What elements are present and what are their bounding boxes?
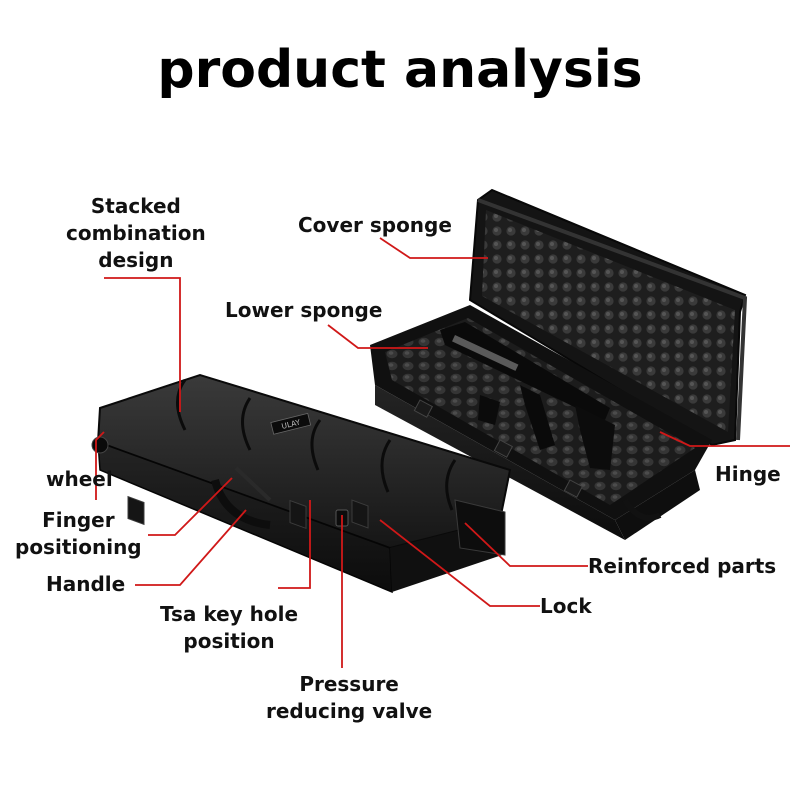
case-wheel	[91, 436, 109, 454]
label-stacked-combination-design: Stacked combination design	[66, 194, 206, 272]
leader-finger	[148, 477, 233, 536]
label-handle: Handle	[46, 572, 126, 596]
leader-tsa	[278, 500, 311, 589]
leader-lines	[95, 237, 790, 668]
label-wheel: wheel	[46, 467, 113, 491]
leader-reinforced	[464, 522, 588, 567]
page-title: product analysis	[157, 40, 643, 100]
label-finger-positioning: Finger positioning	[15, 508, 142, 559]
closed-case: ULAY	[91, 373, 512, 594]
case-lid	[468, 188, 748, 447]
latch	[351, 499, 369, 529]
label-tsa-key-hole-position: Tsa key hole position	[160, 602, 299, 653]
case-base	[370, 305, 712, 540]
label-hinge: Hinge	[715, 462, 781, 486]
label-reinforced-parts: Reinforced parts	[588, 554, 777, 578]
cover-sponge-foam	[482, 210, 735, 432]
leader-wheel	[95, 431, 105, 500]
leader-lower-sponge	[327, 324, 428, 349]
leader-lock	[379, 519, 540, 607]
label-cover-sponge: Cover sponge	[298, 213, 452, 237]
latch	[289, 499, 307, 530]
leader-handle	[135, 509, 247, 586]
label-pressure-reducing-valve: Pressure reducing valve	[266, 672, 433, 723]
label-lower-sponge: Lower sponge	[225, 298, 383, 322]
label-lock: Lock	[540, 594, 592, 618]
leader-stacked	[104, 277, 181, 412]
leader-hinge	[659, 431, 790, 447]
leader-cover-sponge	[379, 237, 488, 259]
latch	[127, 495, 145, 526]
open-case	[370, 188, 748, 540]
case-handle	[211, 478, 271, 529]
rifle-silhouette	[440, 322, 615, 470]
